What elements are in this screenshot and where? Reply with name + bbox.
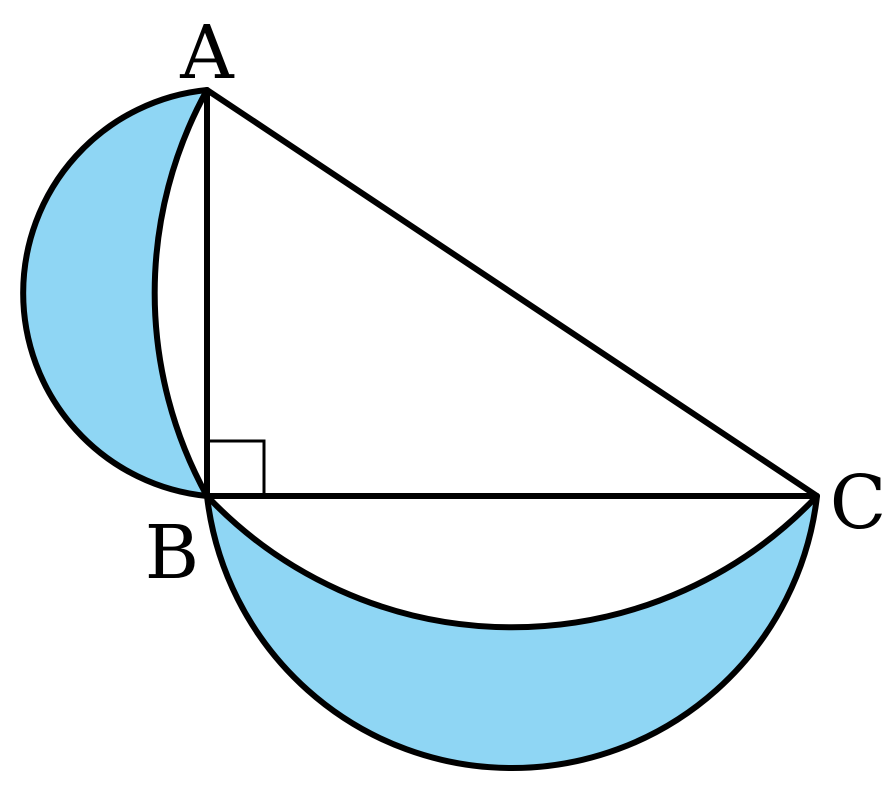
vertex-label-b: B: [145, 510, 199, 596]
inner-arc-bc: [204, 493, 820, 631]
vertex-label-a: A: [179, 10, 235, 96]
right-angle-marker: [209, 439, 266, 494]
lune-bc: [207, 496, 817, 769]
triangle-abc: [204, 87, 820, 499]
lune-ab: [23, 90, 208, 496]
vertex-label-c: C: [830, 460, 887, 546]
semicircle-bc: [204, 493, 820, 772]
inner-arc-ab: [151, 87, 210, 499]
semicircle-ab: [20, 87, 210, 499]
